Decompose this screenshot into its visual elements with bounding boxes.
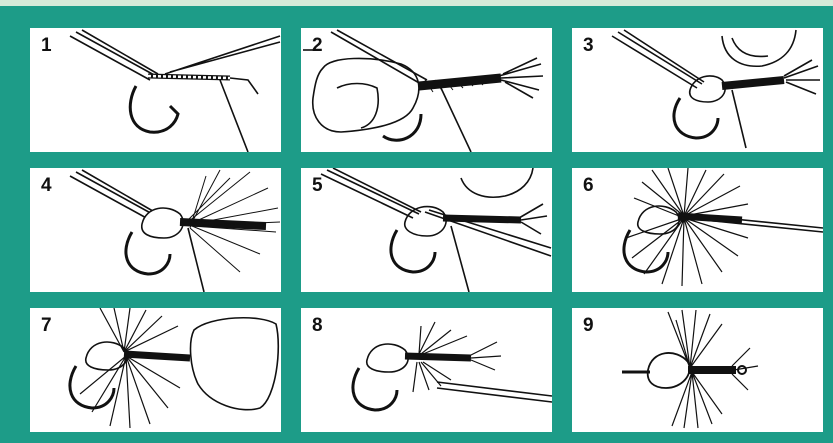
- step-panel-3: 3: [572, 28, 823, 152]
- step-4-illustration: [30, 168, 281, 292]
- step-5-illustration: [301, 168, 552, 292]
- step-9-illustration: [572, 308, 823, 432]
- step-7-illustration: [30, 308, 281, 432]
- step-panel-2: 2: [301, 28, 552, 152]
- step-1-illustration: [30, 28, 281, 152]
- step-panel-9: 9: [572, 308, 823, 432]
- step-8-illustration: [301, 308, 552, 432]
- step-panel-4: 4: [30, 168, 281, 292]
- step-panel-8: 8: [301, 308, 552, 432]
- step-3-illustration: [572, 28, 823, 152]
- step-2-illustration: [301, 28, 552, 152]
- step-panel-7: 7: [30, 308, 281, 432]
- step-panel-6: 6: [572, 168, 823, 292]
- step-panel-1: 1: [30, 28, 281, 152]
- step-6-illustration: [572, 168, 823, 292]
- step-panel-5: 5: [301, 168, 552, 292]
